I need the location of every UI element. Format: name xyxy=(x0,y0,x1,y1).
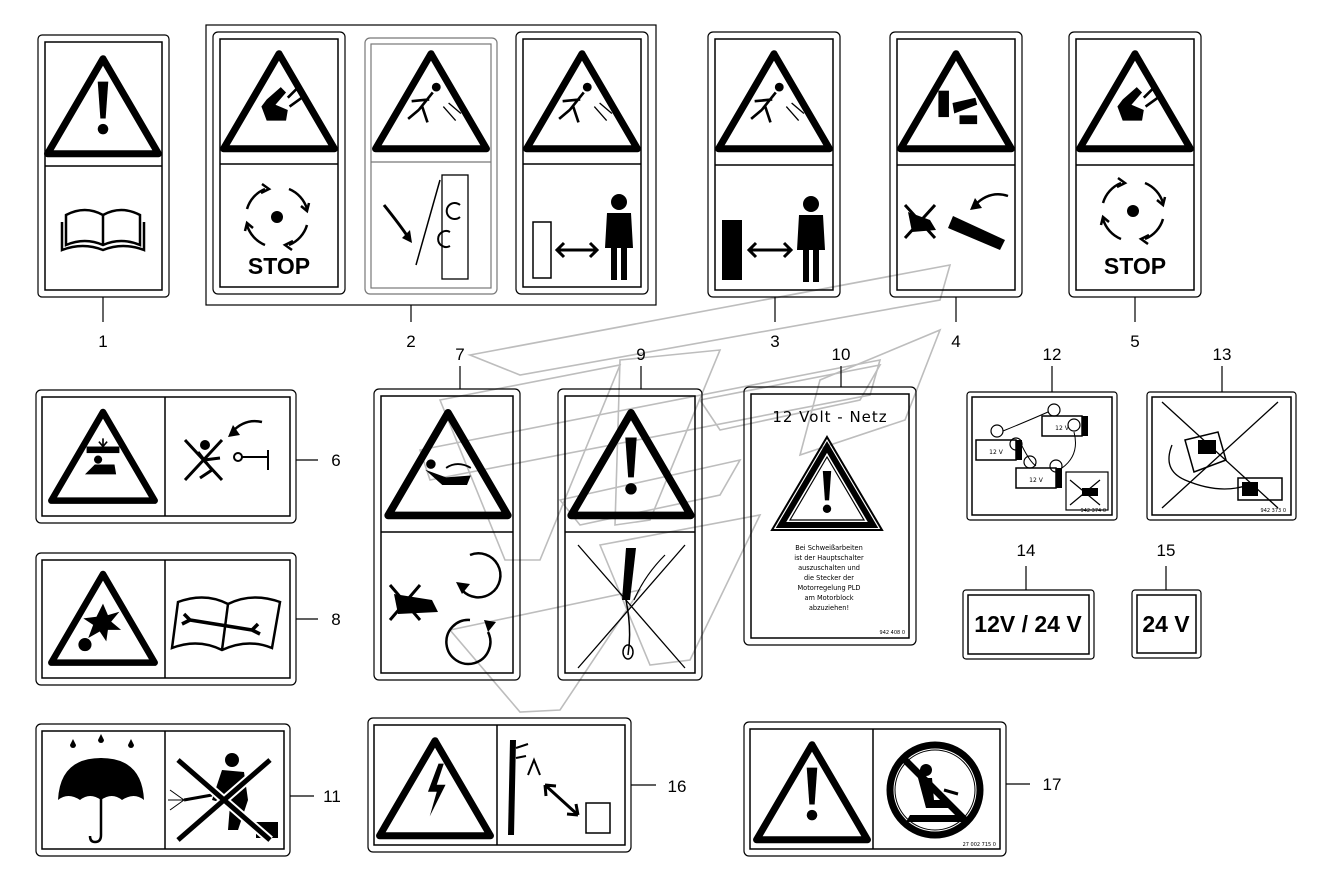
no-pressure-washer-icon xyxy=(168,753,278,844)
callout-2: 2 xyxy=(406,332,415,351)
crushing-hand-icon xyxy=(901,54,1012,149)
label-8: 8 xyxy=(35,552,341,686)
entanglement-icon xyxy=(388,413,508,516)
callout-14: 14 xyxy=(1017,541,1036,560)
umbrella-icon xyxy=(58,734,144,844)
part-number-12: 942 374 0 xyxy=(1081,508,1106,514)
callout-1: 1 xyxy=(98,332,107,351)
callout-6: 6 xyxy=(331,451,340,470)
explosion-icon xyxy=(51,574,154,663)
welding-note-6: am Motorblock xyxy=(804,594,853,602)
label-9: 9 xyxy=(557,345,703,681)
welding-prohibited-icon xyxy=(577,544,686,669)
callout-5: 5 xyxy=(1130,332,1139,351)
welding-note-7: abzuziehen! xyxy=(809,604,849,612)
battery-connection-icon: 12 V 12 V 12 V xyxy=(975,403,1109,511)
rotating-blades-icon xyxy=(1099,176,1167,246)
label-14: 12V / 24 V 14 xyxy=(962,541,1095,660)
watermark-logo xyxy=(418,263,952,713)
battery-label-a: 12 V xyxy=(989,449,1004,456)
person-crushed-icon xyxy=(183,419,269,482)
callout-17: 17 xyxy=(1043,775,1062,794)
rotating-blades-icon xyxy=(243,182,311,252)
part-number-13: 942 373 0 xyxy=(1261,508,1286,514)
callout-10: 10 xyxy=(832,345,851,364)
label-1: 1 xyxy=(37,34,170,351)
callout-16: 16 xyxy=(668,777,687,796)
warning-icon xyxy=(757,745,868,840)
part-number-17: 27 002 715 0 xyxy=(963,842,996,848)
warning-icon xyxy=(770,435,884,531)
battery-label-c: 12 V xyxy=(1029,477,1044,484)
hand-cut-icon xyxy=(224,54,335,149)
callout-7: 7 xyxy=(455,345,464,364)
label-17: 27 002 715 0 17 xyxy=(743,721,1062,857)
callout-15: 15 xyxy=(1157,541,1176,560)
welding-note-2: ist der Hauptschalter xyxy=(794,554,864,562)
label-5: STOP 5 xyxy=(1068,31,1202,351)
label-15: 24 V 15 xyxy=(1131,541,1202,659)
welding-note-4: die Stecker der xyxy=(804,574,854,582)
no-jump-start-icon xyxy=(1161,401,1283,509)
no-riding-icon xyxy=(886,741,984,839)
label-2: STOP xyxy=(205,24,657,351)
label-16: 16 xyxy=(367,717,687,853)
safety-distance-icon xyxy=(532,194,633,280)
welding-note-3: auszuschalten und xyxy=(798,564,860,572)
label-3: 3 xyxy=(707,31,841,351)
manual-book-icon xyxy=(60,208,146,252)
label-13: 942 373 0 13 xyxy=(1146,345,1297,521)
overhead-line-clearance-icon xyxy=(508,740,611,835)
callout-8: 8 xyxy=(331,610,340,629)
person-thrown-icon xyxy=(376,54,487,149)
warning-icon xyxy=(48,59,159,154)
person-thrown-icon xyxy=(719,54,830,149)
hand-cut-icon xyxy=(1080,54,1191,149)
callout-4: 4 xyxy=(951,332,960,351)
label-7: 7 xyxy=(373,345,521,681)
electric-shock-icon xyxy=(380,741,491,836)
label-11: 11 xyxy=(35,723,341,857)
callout-11: 11 xyxy=(323,787,341,806)
safety-distance-icon xyxy=(722,196,825,282)
callout-3: 3 xyxy=(770,332,779,351)
part-number-10: 942 408 0 xyxy=(880,630,905,636)
person-thrown-icon xyxy=(527,54,638,149)
voltage-14: 12V / 24 V xyxy=(974,611,1082,637)
stop-text-b: STOP xyxy=(1104,253,1166,279)
label-6: 6 xyxy=(35,389,341,524)
label-4: 4 xyxy=(889,31,1023,351)
voltage-15: 24 V xyxy=(1142,611,1190,637)
label-12: 12 V 12 V 12 V 942 374 0 12 xyxy=(966,345,1118,521)
netz-title: 12 Volt - Netz xyxy=(772,408,887,426)
welding-note-5: Motorregelung PLD xyxy=(797,584,860,592)
safety-guard-icon xyxy=(382,174,469,280)
welding-note-1: Bei Schweißarbeiten xyxy=(795,544,863,552)
callout-12: 12 xyxy=(1043,345,1062,364)
callout-9: 9 xyxy=(636,345,645,364)
falling-load-icon xyxy=(51,412,154,501)
crush-hazard-icon xyxy=(903,193,1009,250)
service-manual-icon xyxy=(170,596,282,652)
stop-text-a: STOP xyxy=(248,253,310,279)
crush-hazard-icon xyxy=(388,552,502,666)
label-10: 12 Volt - Netz Bei Schweißarbeiten ist d… xyxy=(743,345,917,646)
callout-13: 13 xyxy=(1213,345,1232,364)
battery-label-b: 12 V xyxy=(1055,425,1070,432)
